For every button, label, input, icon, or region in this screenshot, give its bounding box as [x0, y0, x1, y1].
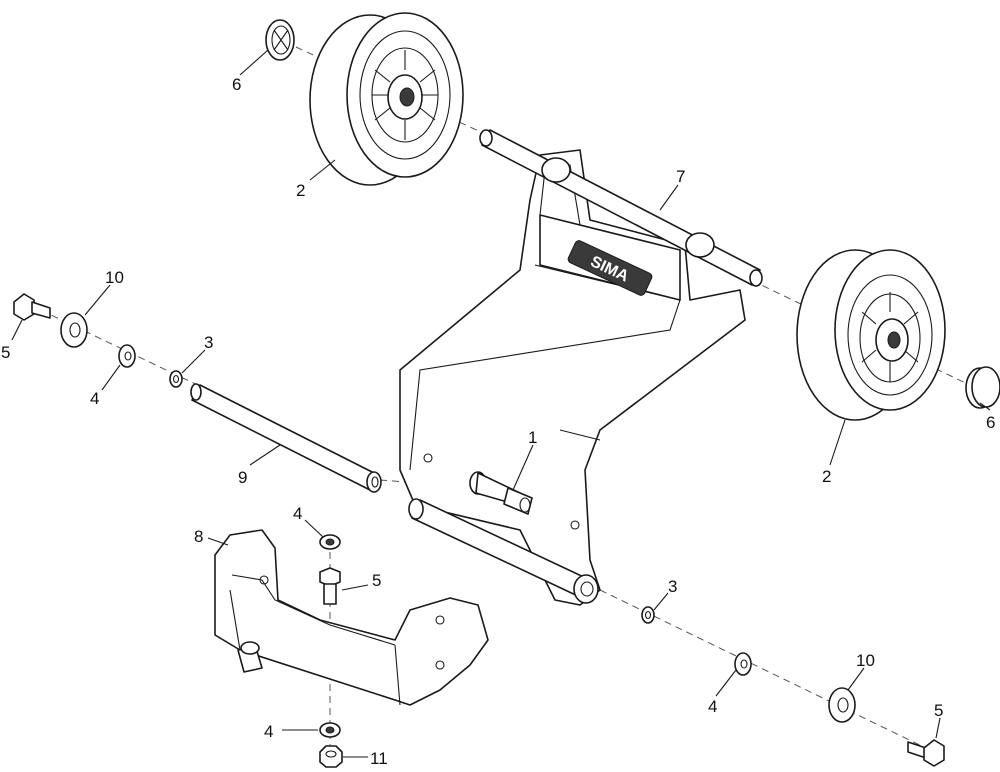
- callout-6: 6: [232, 75, 241, 94]
- circlip-top: [265, 19, 295, 61]
- washer-bottom-top: [319, 534, 341, 550]
- callout-5: 5: [1, 343, 10, 362]
- callout-5-right: 5: [934, 701, 943, 720]
- callout-4-bottom-top: 4: [293, 504, 302, 523]
- wheel-frame: SIMA: [399, 129, 763, 606]
- callout-8: 8: [194, 527, 203, 546]
- callout-3-right: 3: [668, 577, 677, 596]
- spring-washer-left: [169, 370, 183, 388]
- bolt-left: [13, 293, 51, 321]
- callout-2-right: 2: [822, 467, 831, 486]
- callout-4: 4: [90, 389, 99, 408]
- callout-9: 9: [238, 468, 247, 487]
- washer-large-right: [828, 687, 856, 723]
- bracket-8: [214, 529, 489, 706]
- hub-cap: [965, 366, 1000, 409]
- wheel-top: [309, 12, 464, 186]
- spring-washer-right: [641, 606, 655, 624]
- washer-large-left: [60, 312, 88, 348]
- shaft-9: [190, 383, 382, 493]
- callout-10: 10: [105, 268, 124, 287]
- bolt-1: [469, 471, 533, 515]
- callout-4-right: 4: [708, 697, 717, 716]
- callout-1: 1: [528, 428, 537, 447]
- callout-2: 2: [296, 181, 305, 200]
- callout-7: 7: [676, 167, 685, 186]
- washer-small-right: [734, 652, 752, 676]
- washer-bottom: [319, 722, 341, 738]
- leader-lines: [11, 49, 991, 758]
- callouts: 6 2 7 10 5 4 3 9 1 2 6 8 4 5 3 4 10 5 4 …: [1, 75, 995, 768]
- callout-10-right: 10: [856, 651, 875, 670]
- bolt-bottom: [319, 567, 341, 605]
- callout-4-bottom: 4: [264, 722, 273, 741]
- wheel-right: [796, 249, 946, 421]
- nut-bottom: [319, 745, 343, 768]
- callout-5-bottom: 5: [372, 571, 381, 590]
- callout-6-right: 6: [986, 413, 995, 432]
- bolt-right: [907, 739, 945, 767]
- callout-11: 11: [370, 749, 388, 768]
- callout-3: 3: [204, 333, 213, 352]
- washer-small-left: [118, 344, 136, 368]
